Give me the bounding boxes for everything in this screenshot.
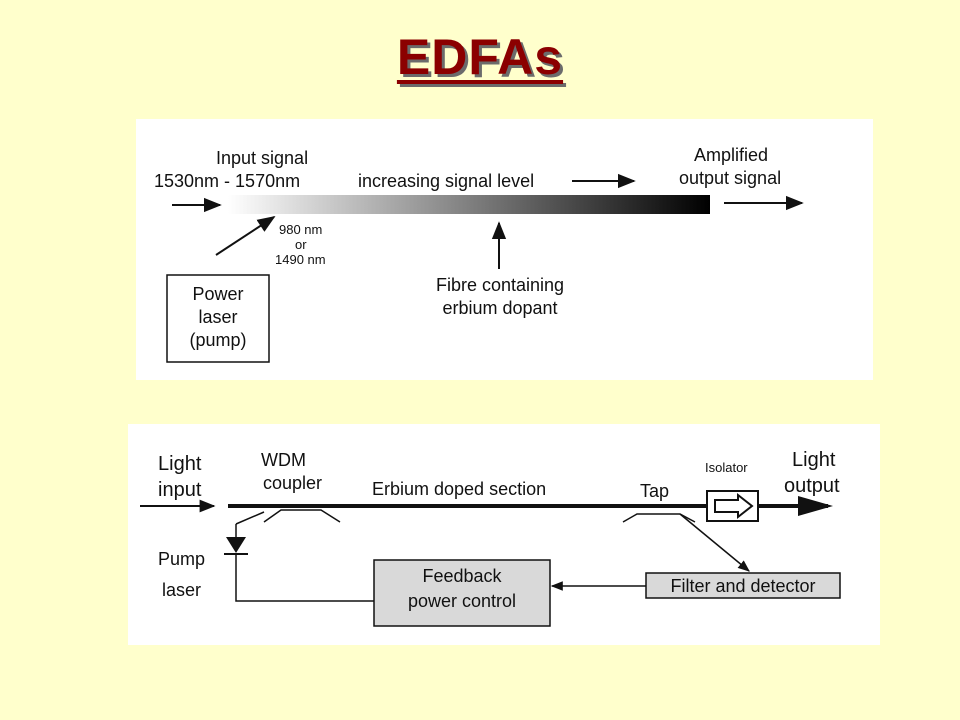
fibre-line1: Fibre containing [436,275,564,295]
filter-detector-label: Filter and detector [670,576,815,596]
edfa-basic-diagram: Input signal 1530nm - 1570nm increasing … [136,119,873,380]
input-signal-label: Input signal [216,148,308,168]
isolator-label: Isolator [705,460,748,475]
feedback-box [373,559,551,627]
tap-to-detector-arrow [679,513,750,572]
output-arrowhead [798,496,833,516]
power-laser-box [166,274,270,363]
light-output-line2: output [784,475,840,497]
filter-detector-box [645,572,841,599]
light-output-line1: Light [792,449,836,471]
pump-line1: Pump [158,549,205,569]
feedback-to-pump-wire [235,555,374,602]
light-input-line2: input [158,479,202,501]
pump-line2: laser [162,580,201,600]
tap-coupler-shape [622,513,696,523]
pump-arrow [215,216,276,256]
wdm-line2: coupler [263,473,322,493]
pump-1490-label: 1490 nm [275,252,326,267]
erbium-fibre [228,195,710,214]
laser-line3: (pump) [189,330,246,350]
isolator-arrow-icon [714,492,754,520]
laser-line1: Power [192,284,243,304]
feedback-line2: power control [408,591,516,611]
pump-980-label: 980 nm [279,222,322,237]
tap-label: Tap [640,481,669,501]
light-input-line1: Light [158,453,202,475]
pump-or-label: or [295,237,307,252]
output-signal-label: output signal [679,168,781,188]
page-title: EDFAs [396,29,564,85]
wdm-line1: WDM [261,450,306,470]
edfa-feedback-diagram: Light input WDM coupler Erbium doped sec… [128,424,880,645]
pump-diode-icon [226,537,246,553]
edfa-basic-svg: Input signal 1530nm - 1570nm increasing … [154,145,804,363]
wdm-coupler-shape [263,509,341,523]
fibre-line2: erbium dopant [442,298,557,318]
input-range-label: 1530nm - 1570nm [154,171,300,191]
feedback-line1: Feedback [422,566,502,586]
laser-line2: laser [198,307,237,327]
edfa-feedback-svg: Light input WDM coupler Erbium doped sec… [140,449,841,627]
amplified-label: Amplified [694,145,768,165]
increasing-signal-label: increasing signal level [358,171,534,191]
erbium-section-label: Erbium doped section [372,479,546,499]
